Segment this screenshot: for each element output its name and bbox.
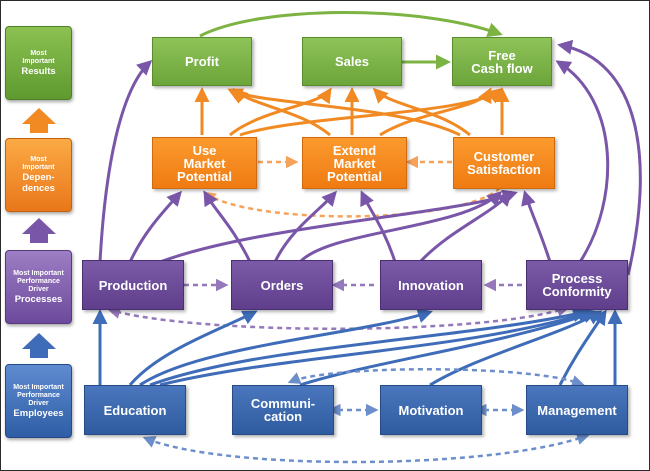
arrow-pc-production (107, 304, 570, 330)
node-profit: Profit (152, 37, 252, 86)
node-process-conformity: Process Conformity (526, 260, 628, 310)
legend-employees: Most Important Performance Driver Employ… (5, 364, 72, 438)
legend-results: Most Important Results (5, 26, 72, 100)
arrow-emp-to-cashflow (379, 87, 492, 137)
legend-results-prefix: Most Important (22, 49, 55, 65)
arrow-orders-to-cs (298, 190, 503, 264)
arrow-pc-to-cs (521, 190, 552, 263)
node-education: Education (84, 385, 186, 435)
arrow-innovation-to-emp (360, 190, 397, 263)
legend-dependences-prefix: Most Important (22, 156, 55, 171)
arrow-production-to-cs (159, 189, 518, 264)
arrow-management-to-pc-2 (558, 309, 607, 386)
arrow-cs-to-sales (372, 87, 471, 137)
arrow-pc-to-cashflow-outer (557, 39, 642, 276)
arrow-ump-to-sales (229, 87, 332, 137)
arrow-profit-to-cashflow (199, 11, 503, 38)
arrow-education-to-orders (128, 310, 258, 386)
arrow-production-to-profit (98, 59, 153, 263)
arrow-education-to-innovation (139, 308, 433, 387)
legend-arrow-blue (22, 333, 56, 358)
node-orders: Orders (231, 260, 333, 310)
arrow-orders-to-emp (273, 190, 337, 263)
node-communication: Communi- cation (232, 385, 334, 435)
legend-processes-prefix: Most Important Performance Driver (13, 269, 64, 293)
arrow-pc-to-cashflow (555, 60, 610, 263)
legend-processes-label: Processes (14, 293, 63, 305)
arrow-orders-to-ump (203, 190, 252, 263)
node-motivation: Motivation (380, 385, 482, 435)
arrow-management-communication (287, 368, 585, 388)
node-sales: Sales (302, 37, 402, 86)
arrow-production-to-ump (128, 190, 182, 263)
legend-arrow-purple (22, 218, 56, 243)
arrow-cs-to-ump (202, 187, 501, 218)
legend-arrow-orange (22, 108, 56, 133)
legend-dependences-label: Depen-dences (22, 172, 55, 194)
legend-results-label: Results (21, 65, 56, 77)
arrow-management-education (142, 432, 590, 464)
arrow-education-to-pc (149, 307, 588, 387)
arrow-cs-to-profit (227, 88, 461, 137)
node-production: Production (82, 260, 184, 310)
legend-employees-label: Employees (13, 407, 64, 419)
node-innovation: Innovation (380, 260, 482, 310)
legend-processes: Most Important Performance Driver Proces… (5, 250, 72, 324)
legend-dependences: Most Important Depen-dences (5, 138, 72, 212)
legend-arrows (22, 108, 56, 358)
node-extend-market-potential: Extend Market Potential (302, 137, 407, 189)
node-customer-satisfaction: Customer Satisfaction (453, 137, 555, 189)
node-management: Management (526, 385, 628, 435)
arrow-education-to-pc-2 (159, 308, 593, 387)
legend-employees-prefix: Most Important Performance Driver (13, 383, 64, 407)
node-use-market-potential: Use Market Potential (152, 137, 257, 189)
node-free-cash-flow: Free Cash flow (452, 37, 552, 86)
